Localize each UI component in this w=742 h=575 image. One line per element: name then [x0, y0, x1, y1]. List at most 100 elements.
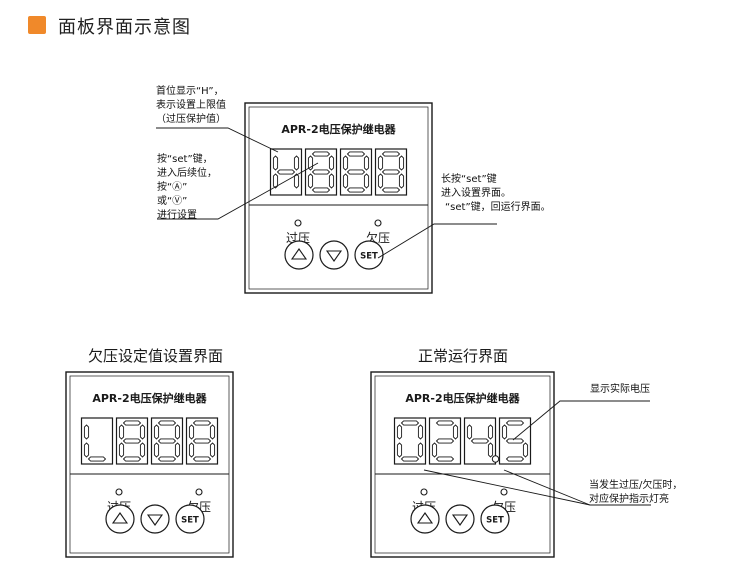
up-arrow-icon	[290, 248, 308, 260]
segment-a	[311, 151, 331, 157]
set-button[interactable]: SET	[354, 240, 384, 270]
leader-undervoltage-lamp	[503, 469, 591, 506]
set-button-label: SET	[360, 252, 378, 262]
segment-b	[139, 424, 146, 440]
note-right-lamps: 当发生过压/欠压时， 对应保护指示灯亮	[589, 480, 683, 505]
caption-undervoltage-setting: 欠压设定值设置界面	[88, 347, 224, 365]
display-digit-2	[463, 417, 497, 465]
segment-e	[431, 442, 438, 458]
leader-set-note	[377, 223, 497, 259]
note-top-keys: 按“set”键， 进入后续位， 按“Ⓐ” 或“Ⓥ” 进行设置	[157, 154, 217, 221]
down-button[interactable]	[140, 504, 170, 534]
caption-normal-running: 正常运行界面	[418, 347, 509, 365]
up-button[interactable]	[105, 504, 135, 534]
display-digit-1	[428, 417, 462, 465]
segment-g	[122, 438, 142, 444]
display-digit-3	[498, 417, 532, 465]
segment-f	[501, 424, 508, 440]
segment-g	[192, 438, 212, 444]
device-title: APR-2电压保护继电器	[281, 122, 396, 136]
segment-e	[83, 442, 90, 458]
display-digit-2	[150, 417, 184, 465]
panel-inner-frame	[248, 106, 429, 290]
segment-b	[398, 155, 405, 171]
segment-a	[505, 420, 525, 426]
segment-f	[377, 155, 384, 171]
down-button[interactable]	[319, 240, 349, 270]
segment-d	[435, 456, 455, 462]
segment-e	[396, 442, 403, 458]
note-top-display: 首位显示“H”， 表示设置上限值 （过压保护值）	[156, 86, 226, 125]
segment-c	[417, 442, 424, 458]
set-button-label: SET	[486, 516, 504, 526]
segment-e	[342, 173, 349, 189]
segment-d	[381, 187, 401, 193]
heading-marker	[28, 16, 46, 34]
segment-g	[276, 169, 296, 175]
segment-c	[398, 173, 405, 189]
display-digit-0	[269, 148, 303, 196]
segment-a	[122, 420, 142, 426]
segment-g	[505, 438, 525, 444]
segment-g	[311, 169, 331, 175]
button-ring[interactable]	[175, 504, 205, 534]
segment-e	[272, 173, 279, 189]
display-digit-1	[115, 417, 149, 465]
panel-inner-frame	[374, 375, 551, 554]
segment-d	[87, 456, 107, 462]
segment-b	[293, 155, 300, 171]
segment-a	[192, 420, 212, 426]
segment-f	[83, 424, 90, 440]
overvoltage-lamp	[420, 488, 428, 496]
display-digit-0	[80, 417, 114, 465]
overvoltage-lamp	[294, 219, 302, 227]
segment-d	[311, 187, 331, 193]
segment-g	[346, 169, 366, 175]
overvoltage-lamp	[115, 488, 123, 496]
set-button[interactable]: SET	[175, 504, 205, 534]
segment-b	[174, 424, 181, 440]
segment-f	[118, 424, 125, 440]
decimal-point	[491, 455, 500, 463]
segment-a	[435, 420, 455, 426]
panel-top: APR-2电压保护继电器过压欠压SET	[244, 102, 433, 294]
set-button[interactable]: SET	[480, 504, 510, 534]
segment-c	[522, 442, 529, 458]
down-arrow-icon	[451, 514, 469, 526]
leader-display-note	[156, 127, 279, 153]
down-button[interactable]	[445, 504, 475, 534]
segment-f	[466, 424, 473, 440]
note-right-display: 显示实际电压	[590, 384, 650, 395]
up-button[interactable]	[410, 504, 440, 534]
display-digit-3	[185, 417, 219, 465]
segment-d	[346, 187, 366, 193]
segment-g	[157, 438, 177, 444]
segment-b	[328, 155, 335, 171]
leader-keys-note	[157, 162, 319, 220]
segment-f	[342, 155, 349, 171]
segment-a	[381, 151, 401, 157]
segment-e	[118, 442, 125, 458]
segment-e	[307, 173, 314, 189]
segment-c	[174, 442, 181, 458]
segment-c	[139, 442, 146, 458]
segment-b	[487, 424, 494, 440]
note-top-set: 长按“set”键 进入设置界面。 “set”键，回运行界面。	[441, 174, 551, 213]
set-button-label: SET	[181, 516, 199, 526]
device-title: APR-2电压保护继电器	[405, 391, 520, 405]
undervoltage-lamp	[195, 488, 203, 496]
display-digit-2	[339, 148, 373, 196]
segment-d	[122, 456, 142, 462]
up-button[interactable]	[284, 240, 314, 270]
segment-a	[346, 151, 366, 157]
undervoltage-lamp	[374, 219, 382, 227]
segment-a	[157, 420, 177, 426]
segment-d	[157, 456, 177, 462]
segment-g	[470, 438, 490, 444]
button-ring[interactable]	[480, 504, 510, 534]
segment-g	[381, 169, 401, 175]
segment-e	[377, 173, 384, 189]
device-title: APR-2电压保护继电器	[92, 391, 207, 405]
segment-d	[400, 456, 420, 462]
